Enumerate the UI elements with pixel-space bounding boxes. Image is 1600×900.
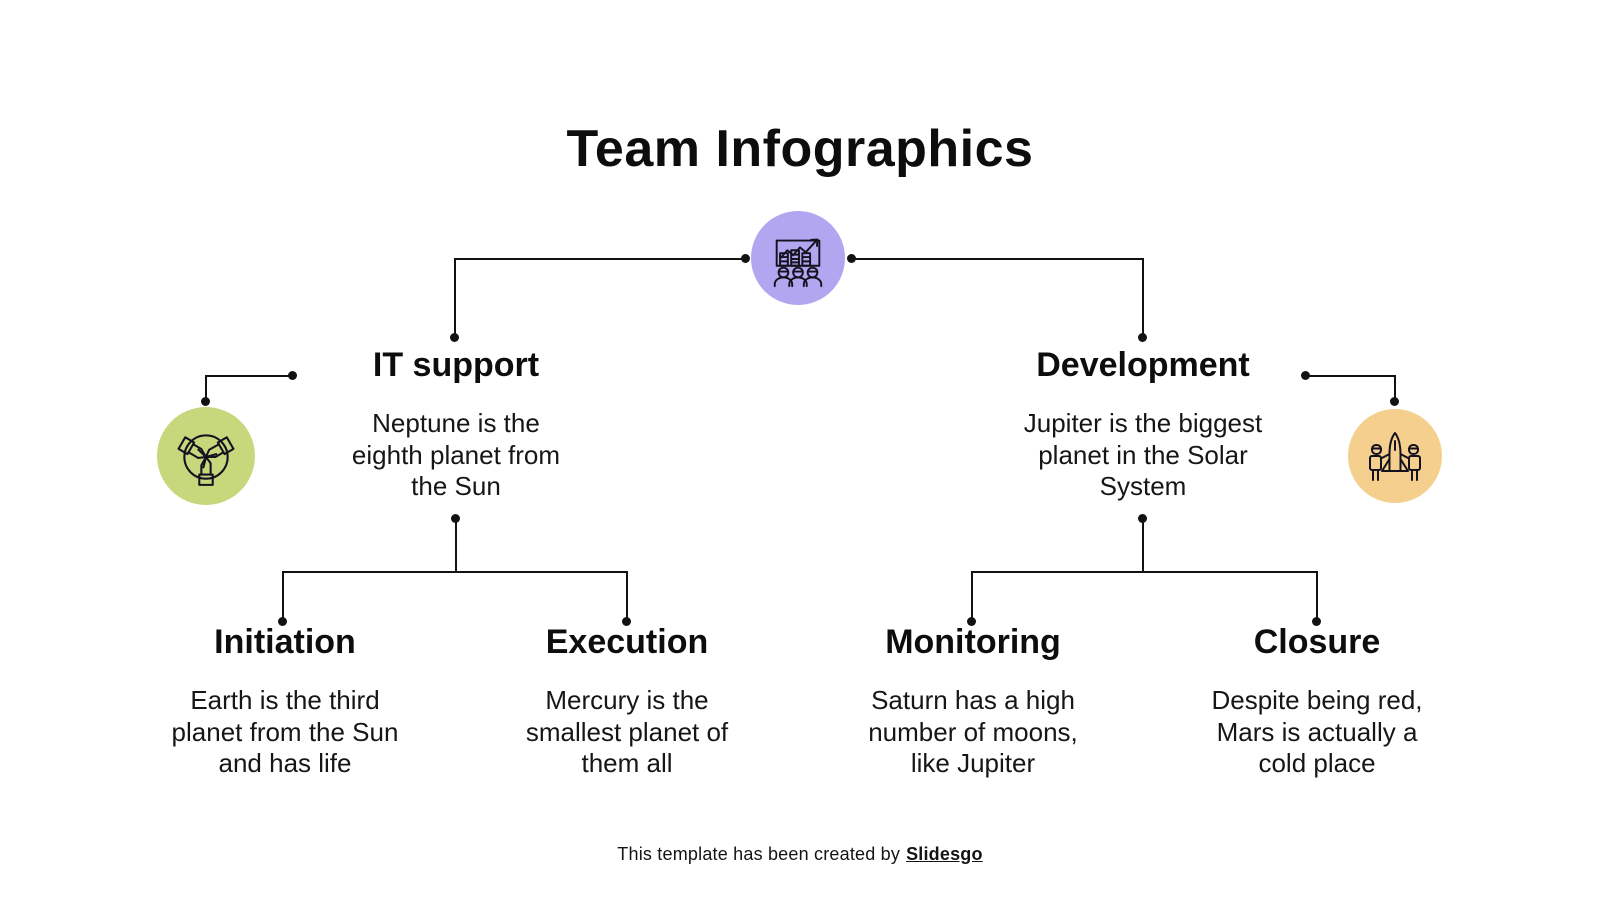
connector-line: [1142, 258, 1144, 338]
page-title: Team Infographics: [566, 119, 1034, 178]
node-desc-monitoring: Saturn has a high number of moons, like …: [868, 684, 1078, 779]
connector-dot: [622, 617, 631, 626]
connector-line: [206, 375, 293, 377]
connector-line: [205, 375, 207, 403]
node-desc-initiation: Earth is the third planet from the Sun a…: [171, 684, 399, 779]
connector-line: [1394, 375, 1396, 403]
connector-dot: [450, 333, 459, 342]
connector-line: [282, 571, 284, 623]
node-execution: Execution Mercury is the smallest planet…: [467, 622, 787, 780]
connector-line: [1142, 519, 1144, 573]
node-title-development: Development: [1036, 346, 1250, 384]
handshake-teamwork-icon: [173, 423, 239, 489]
connector-dot: [451, 514, 460, 523]
connector-dot: [1138, 333, 1147, 342]
node-title-closure: Closure: [1253, 623, 1381, 661]
node-title-execution: Execution: [545, 623, 709, 661]
connector-line: [972, 571, 1318, 573]
team-analytics-icon: [767, 227, 829, 289]
connector-line: [626, 571, 628, 623]
connector-line: [283, 571, 628, 573]
node-desc-closure: Despite being red, Mars is actually a co…: [1211, 684, 1423, 779]
node-desc-it-support: Neptune is the eighth planet from the Su…: [351, 407, 561, 502]
connector-dot: [1312, 617, 1321, 626]
footer-credit-text: This template has been created by: [617, 844, 901, 864]
node-desc-development: Jupiter is the biggest planet in the Sol…: [1023, 407, 1263, 502]
team-rocket-icon: [1363, 424, 1427, 488]
connector-line: [852, 258, 1144, 260]
connector-dot: [278, 617, 287, 626]
connector-line: [455, 258, 746, 260]
connector-dot: [967, 617, 976, 626]
connector-dot: [847, 254, 856, 263]
node-desc-execution: Mercury is the smallest planet of them a…: [525, 684, 729, 779]
connector-line: [1306, 375, 1396, 377]
connector-line: [1316, 571, 1318, 623]
root-circle-badge: [751, 211, 845, 305]
slidesgo-link[interactable]: Slidesgo: [906, 844, 983, 864]
development-circle-badge: [1348, 409, 1442, 503]
connector-dot: [1301, 371, 1310, 380]
node-monitoring: Monitoring Saturn has a high number of m…: [808, 622, 1138, 780]
node-development: Development Jupiter is the biggest plane…: [963, 345, 1323, 503]
node-initiation: Initiation Earth is the third planet fro…: [125, 622, 445, 780]
it-support-circle-badge: [157, 407, 255, 505]
connector-dot: [1138, 514, 1147, 523]
node-title-initiation: Initiation: [214, 623, 356, 661]
node-title-monitoring: Monitoring: [885, 623, 1061, 661]
node-closure: Closure Despite being red, Mars is actua…: [1152, 622, 1482, 780]
connector-dot: [1390, 397, 1399, 406]
connector-line: [971, 571, 973, 623]
connector-line: [454, 258, 456, 338]
connector-line: [455, 519, 457, 573]
node-title-it-support: IT support: [372, 346, 540, 384]
node-it-support: IT support Neptune is the eighth planet …: [286, 345, 626, 503]
connector-dot: [201, 397, 210, 406]
